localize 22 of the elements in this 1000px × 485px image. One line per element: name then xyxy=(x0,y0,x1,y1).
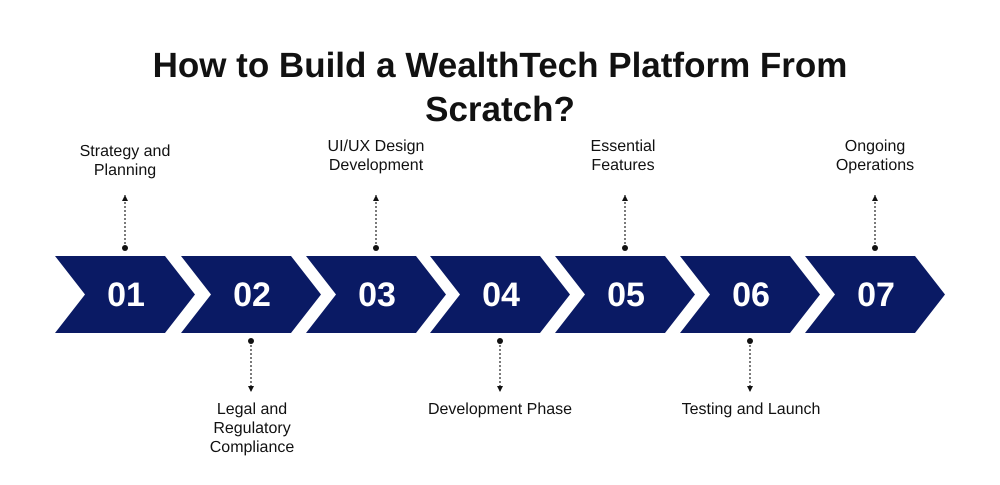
dotted-arrow xyxy=(747,338,753,392)
step-number: 04 xyxy=(482,278,520,312)
dotted-arrow xyxy=(622,195,628,251)
step-number: 06 xyxy=(732,278,770,312)
dotted-arrow xyxy=(872,195,878,251)
dotted-arrow xyxy=(248,338,254,392)
step-label: Ongoing Operations xyxy=(836,138,914,174)
step-label: Testing and Launch xyxy=(682,401,820,418)
step-number: 03 xyxy=(358,278,396,312)
step-label: Essential Features xyxy=(590,138,656,174)
step-label: Strategy and Planning xyxy=(80,143,170,179)
title: How to Build a WealthTech Platform From Scratch? xyxy=(152,45,848,131)
step-number: 02 xyxy=(233,278,271,312)
dotted-arrow xyxy=(373,195,379,251)
step-label: UI/UX Design Development xyxy=(328,138,424,174)
step-number: 07 xyxy=(857,278,895,312)
step-number: 05 xyxy=(607,278,645,312)
step-number: 01 xyxy=(107,278,145,312)
dotted-arrow xyxy=(122,195,128,251)
dotted-arrow xyxy=(497,338,503,392)
step-label: Development Phase xyxy=(428,401,572,418)
step-label: Legal and Regulatory Compliance xyxy=(210,401,294,456)
